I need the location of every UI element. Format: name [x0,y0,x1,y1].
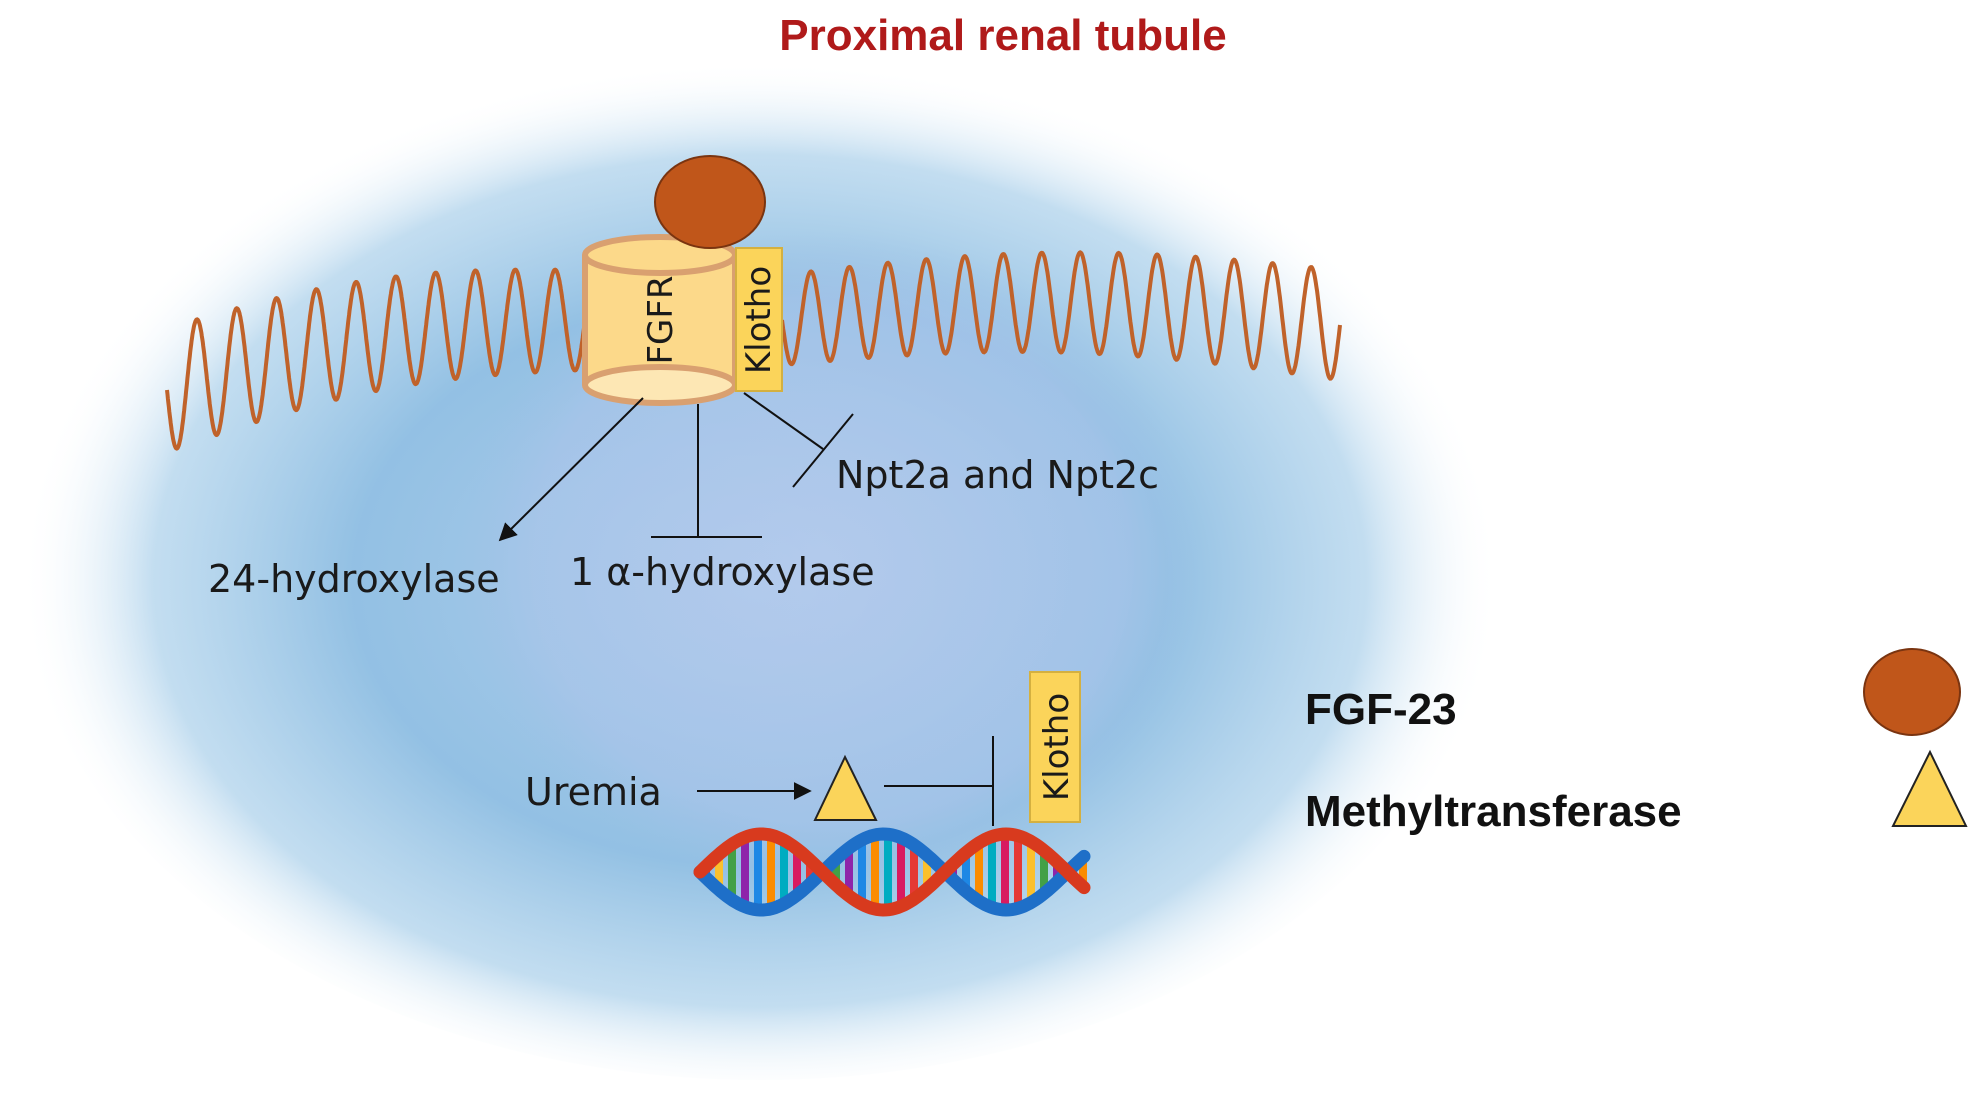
dna-strand-blue [693,827,1091,917]
fgfr-receptor: FGFR [582,234,738,406]
legend-methyltransferase-label: Methyltransferase [1305,787,1682,836]
legend: FGF-23 Methyltransferase [1305,648,1968,836]
diagram-title: Proximal renal tubule [779,11,1226,60]
inhibition-klotho-gene [884,736,994,826]
cell-membrane-left [165,267,587,451]
klotho-coreceptor: Klotho [735,247,783,392]
klotho-gene-label: Klotho [1037,693,1077,801]
klotho-gene: Klotho [1029,671,1081,823]
inhibition-npt2 [743,392,854,488]
klotho-label: Klotho [739,266,779,374]
inhibition-1a-hydroxylase [651,404,762,538]
legend-methyltransferase-icon [1891,749,1968,827]
fgf23-ligand [654,155,766,249]
legend-fgf23-label: FGF-23 [1305,685,1457,734]
label-npt2a-npt2c: Npt2a and Npt2c [836,453,1159,497]
dna-helix [693,827,1091,917]
methyltransferase-enzyme [813,754,878,821]
label-1a-hydroxylase: 1 α-hydroxylase [570,550,875,594]
activation-arrow-24-hydroxylase [498,397,644,542]
label-24-hydroxylase: 24-hydroxylase [208,557,500,601]
cell-membrane-right [780,250,1342,381]
label-uremia: Uremia [525,770,662,814]
legend-fgf23-icon [1863,648,1961,736]
dna-strand-red [693,827,1091,917]
fgfr-label: FGFR [641,275,681,364]
